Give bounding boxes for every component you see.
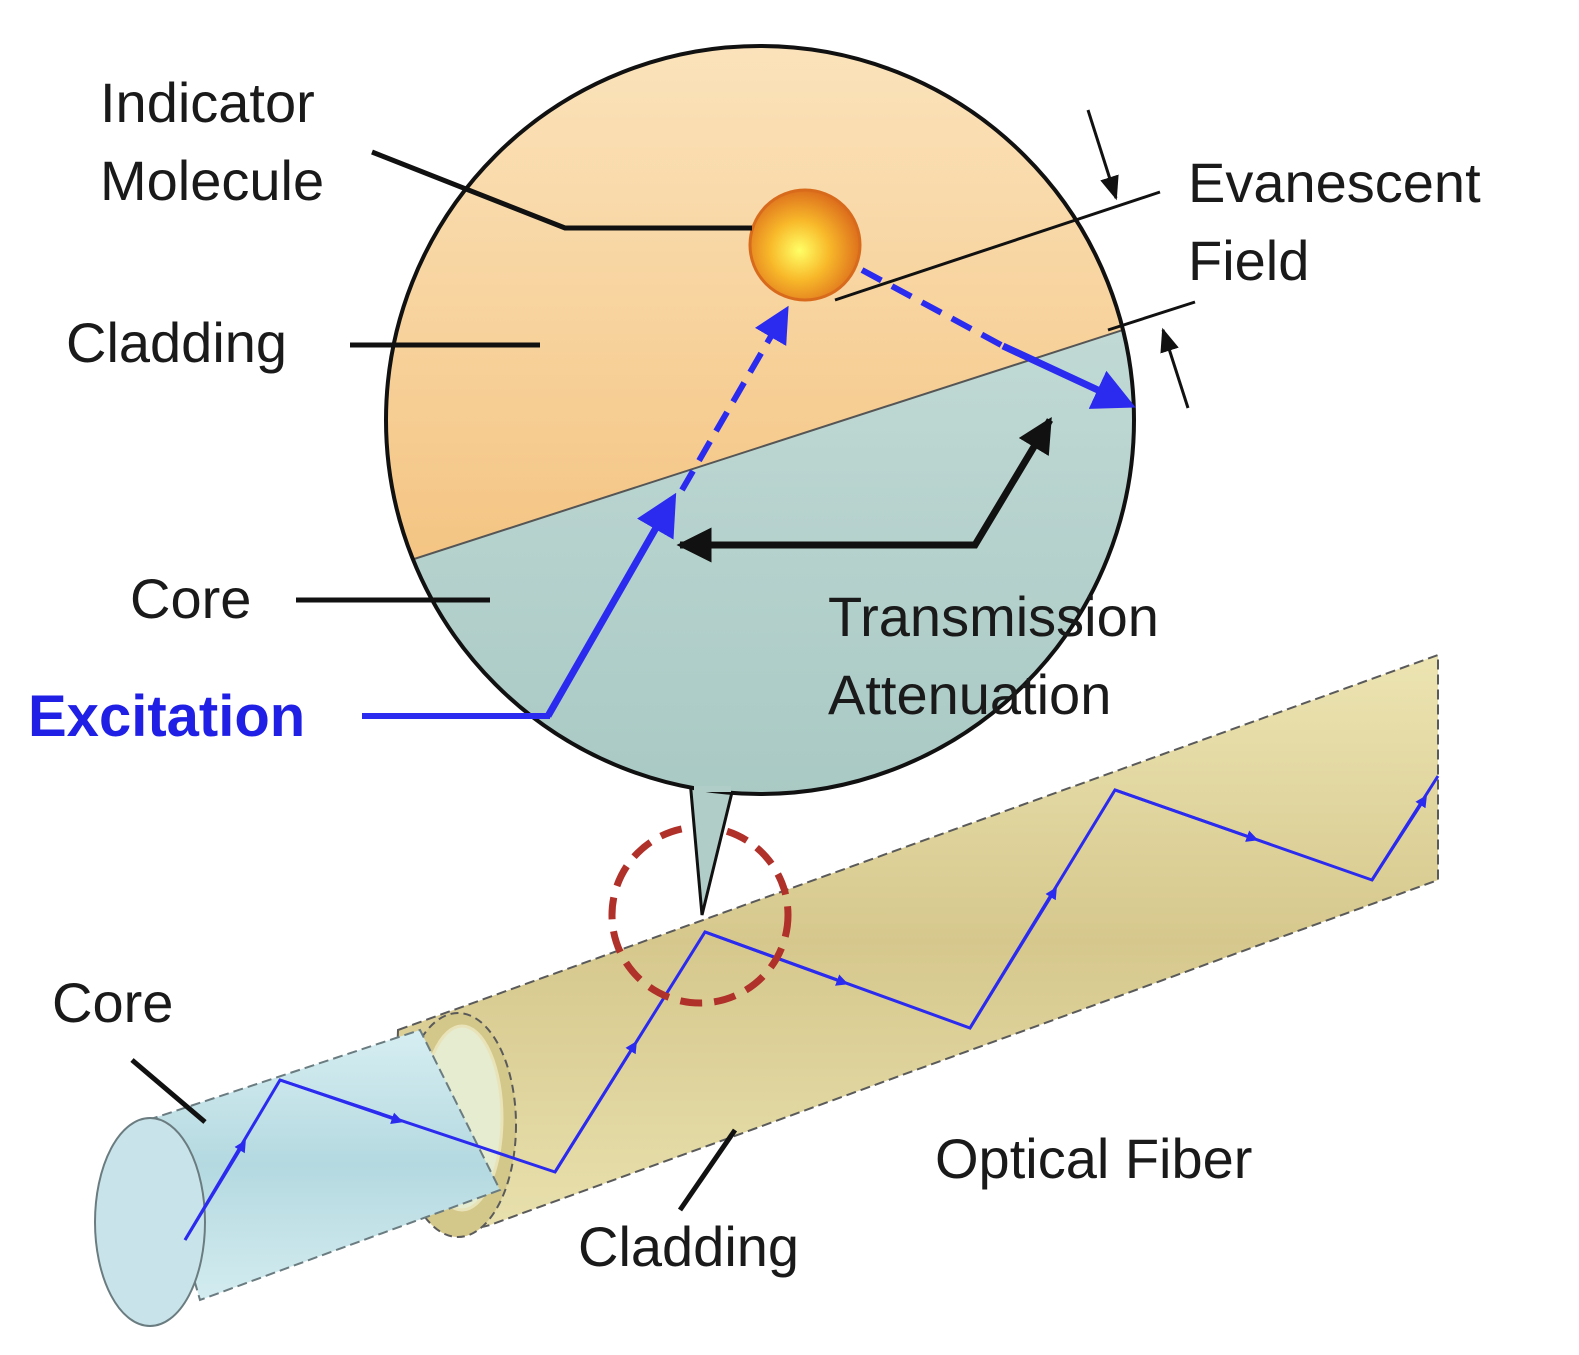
core-fiber-label: Core: [52, 971, 173, 1034]
evanescent-bottom-line: [1107, 300, 1196, 332]
bubble-pointer: [688, 778, 737, 916]
optical-fiber-label: Optical Fiber: [935, 1127, 1252, 1190]
excitation-label: Excitation: [28, 684, 305, 749]
optical-fiber: [94, 653, 1440, 1327]
transmitted-ray: [1001, 342, 1136, 409]
zoom-bubble: [384, 44, 1196, 916]
indicator-molecule: [748, 188, 862, 302]
transmission-attenuation-arrow: [740, 416, 1054, 549]
excitation-ray: [544, 492, 677, 718]
labels: Indicator Molecule Evanescent Field Clad…: [28, 71, 1481, 1278]
evanescent-label-line2: Field: [1188, 229, 1309, 292]
zoom-cladding-region: [386, 46, 1134, 570]
core-fiber-leader: [130, 1058, 207, 1124]
indicator-label-line1: Indicator: [100, 71, 315, 134]
evanescent-ray-up: [679, 305, 789, 492]
evanescent-label-line1: Evanescent: [1188, 151, 1481, 214]
cladding-fiber-leader: [677, 1128, 738, 1212]
leader-lines: [130, 149, 752, 1212]
evanescent-top-line: [834, 190, 1161, 302]
fiber-core-end: [94, 1117, 206, 1327]
evanescent-ray-down: [860, 267, 1005, 349]
core-zoom-label: Core: [130, 567, 251, 630]
indicator-leader: [371, 149, 752, 231]
transmission-label-line1: Transmission: [828, 585, 1159, 648]
indicator-label-line2: Molecule: [100, 149, 324, 212]
cladding-fiber-label: Cladding: [578, 1215, 799, 1278]
cladding-zoom-label: Cladding: [66, 311, 287, 374]
transmission-label-line2: Attenuation: [828, 663, 1111, 726]
